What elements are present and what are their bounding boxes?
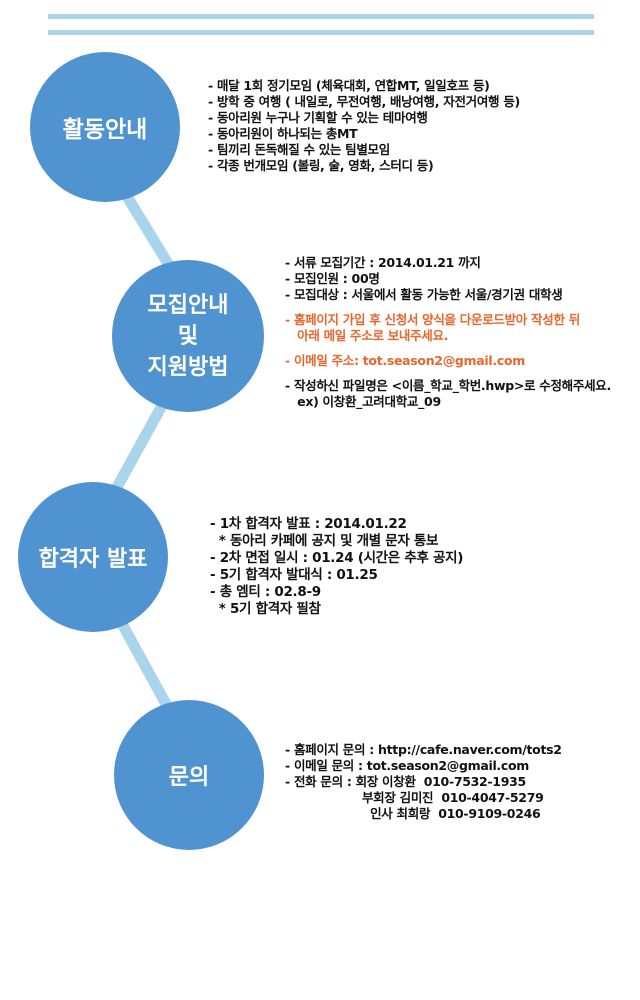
- filename-example: ex) 이창환_고려대학교_09: [285, 394, 441, 409]
- recruitment-info: - 서류 모집기간 : 2014.01.21 까지 - 모집인원 : 00명 -…: [285, 255, 611, 410]
- results-item: - 5기 합격자 발대식 : 01.25: [210, 567, 378, 583]
- activity-item: - 각종 번개모임 (볼링, 술, 영화, 스터디 등): [208, 158, 434, 173]
- section-circle-recruitment: 모집안내 및 지원방법: [112, 260, 264, 412]
- activity-item: - 매달 1회 정기모임 (체육대회, 연합MT, 일일호프 등): [208, 78, 490, 93]
- contact-list: - 홈페이지 문의 : http://cafe.naver.com/tots2 …: [285, 742, 562, 822]
- results-item: - 총 엠티 : 02.8-9: [210, 584, 321, 600]
- filename-instruction: - 작성하신 파일명은 <이름_학교_학번.hwp>로 수정해주세요.: [285, 378, 611, 393]
- recruitment-count: - 모집인원 : 00명: [285, 271, 380, 286]
- activity-item: - 방학 중 여행 ( 내일로, 무전여행, 배낭여행, 자전거여행 등): [208, 94, 520, 109]
- connector-line-2: [104, 394, 171, 506]
- contact-homepage[interactable]: - 홈페이지 문의 : http://cafe.naver.com/tots2: [285, 742, 562, 757]
- top-rule-1: [48, 14, 594, 19]
- connector-line-1: [114, 179, 181, 281]
- contact-email[interactable]: - 이메일 문의 : tot.season2@gmail.com: [285, 758, 530, 773]
- recruitment-period: - 서류 모집기간 : 2014.01.21 까지: [285, 255, 481, 270]
- results-item: * 동아리 카페에 공지 및 개별 문자 통보: [210, 533, 439, 549]
- activity-item: - 동아리원이 하나되는 총MT: [208, 126, 358, 141]
- spacer: [285, 344, 611, 353]
- section-circle-activities: 활동안내: [30, 52, 180, 202]
- section-circle-contact: 문의: [114, 700, 264, 850]
- contact-phone: 인사 최희랑 010-9109-0246: [285, 806, 541, 821]
- results-list: - 1차 합격자 발표 : 2014.01.22 * 동아리 카페에 공지 및 …: [210, 516, 463, 618]
- contact-phone: - 전화 문의 : 회장 이창환 010-7532-1935: [285, 774, 526, 789]
- activities-list: - 매달 1회 정기모임 (체육대회, 연합MT, 일일호프 등) - 방학 중…: [208, 78, 520, 174]
- activity-item: - 동아리원 누구나 기획할 수 있는 테마여행: [208, 110, 428, 125]
- application-email[interactable]: - 이메일 주소: tot.season2@gmail.com: [285, 353, 525, 368]
- top-rule-2: [48, 30, 594, 35]
- recruitment-target: - 모집대상 : 서울에서 활동 가능한 서울/경기권 대학생: [285, 287, 563, 302]
- section-circle-results: 합격자 발표: [18, 482, 168, 632]
- results-item: - 1차 합격자 발표 : 2014.01.22: [210, 516, 407, 532]
- spacer: [285, 369, 611, 378]
- contact-phone: 부회장 김미진 010-4047-5279: [285, 790, 544, 805]
- activity-item: - 팀끼리 돈독해질 수 있는 팀별모임: [208, 142, 390, 157]
- connector-line-3: [114, 614, 178, 721]
- results-item: * 5기 합격자 필참: [210, 601, 321, 617]
- application-instruction: - 홈페이지 가입 후 신청서 양식을 다운로드받아 작성한 뒤: [285, 312, 580, 327]
- results-item: - 2차 면접 일시 : 01.24 (시간은 추후 공지): [210, 550, 464, 566]
- application-instruction: 아래 메일 주소로 보내주세요.: [285, 328, 449, 343]
- spacer: [285, 303, 611, 312]
